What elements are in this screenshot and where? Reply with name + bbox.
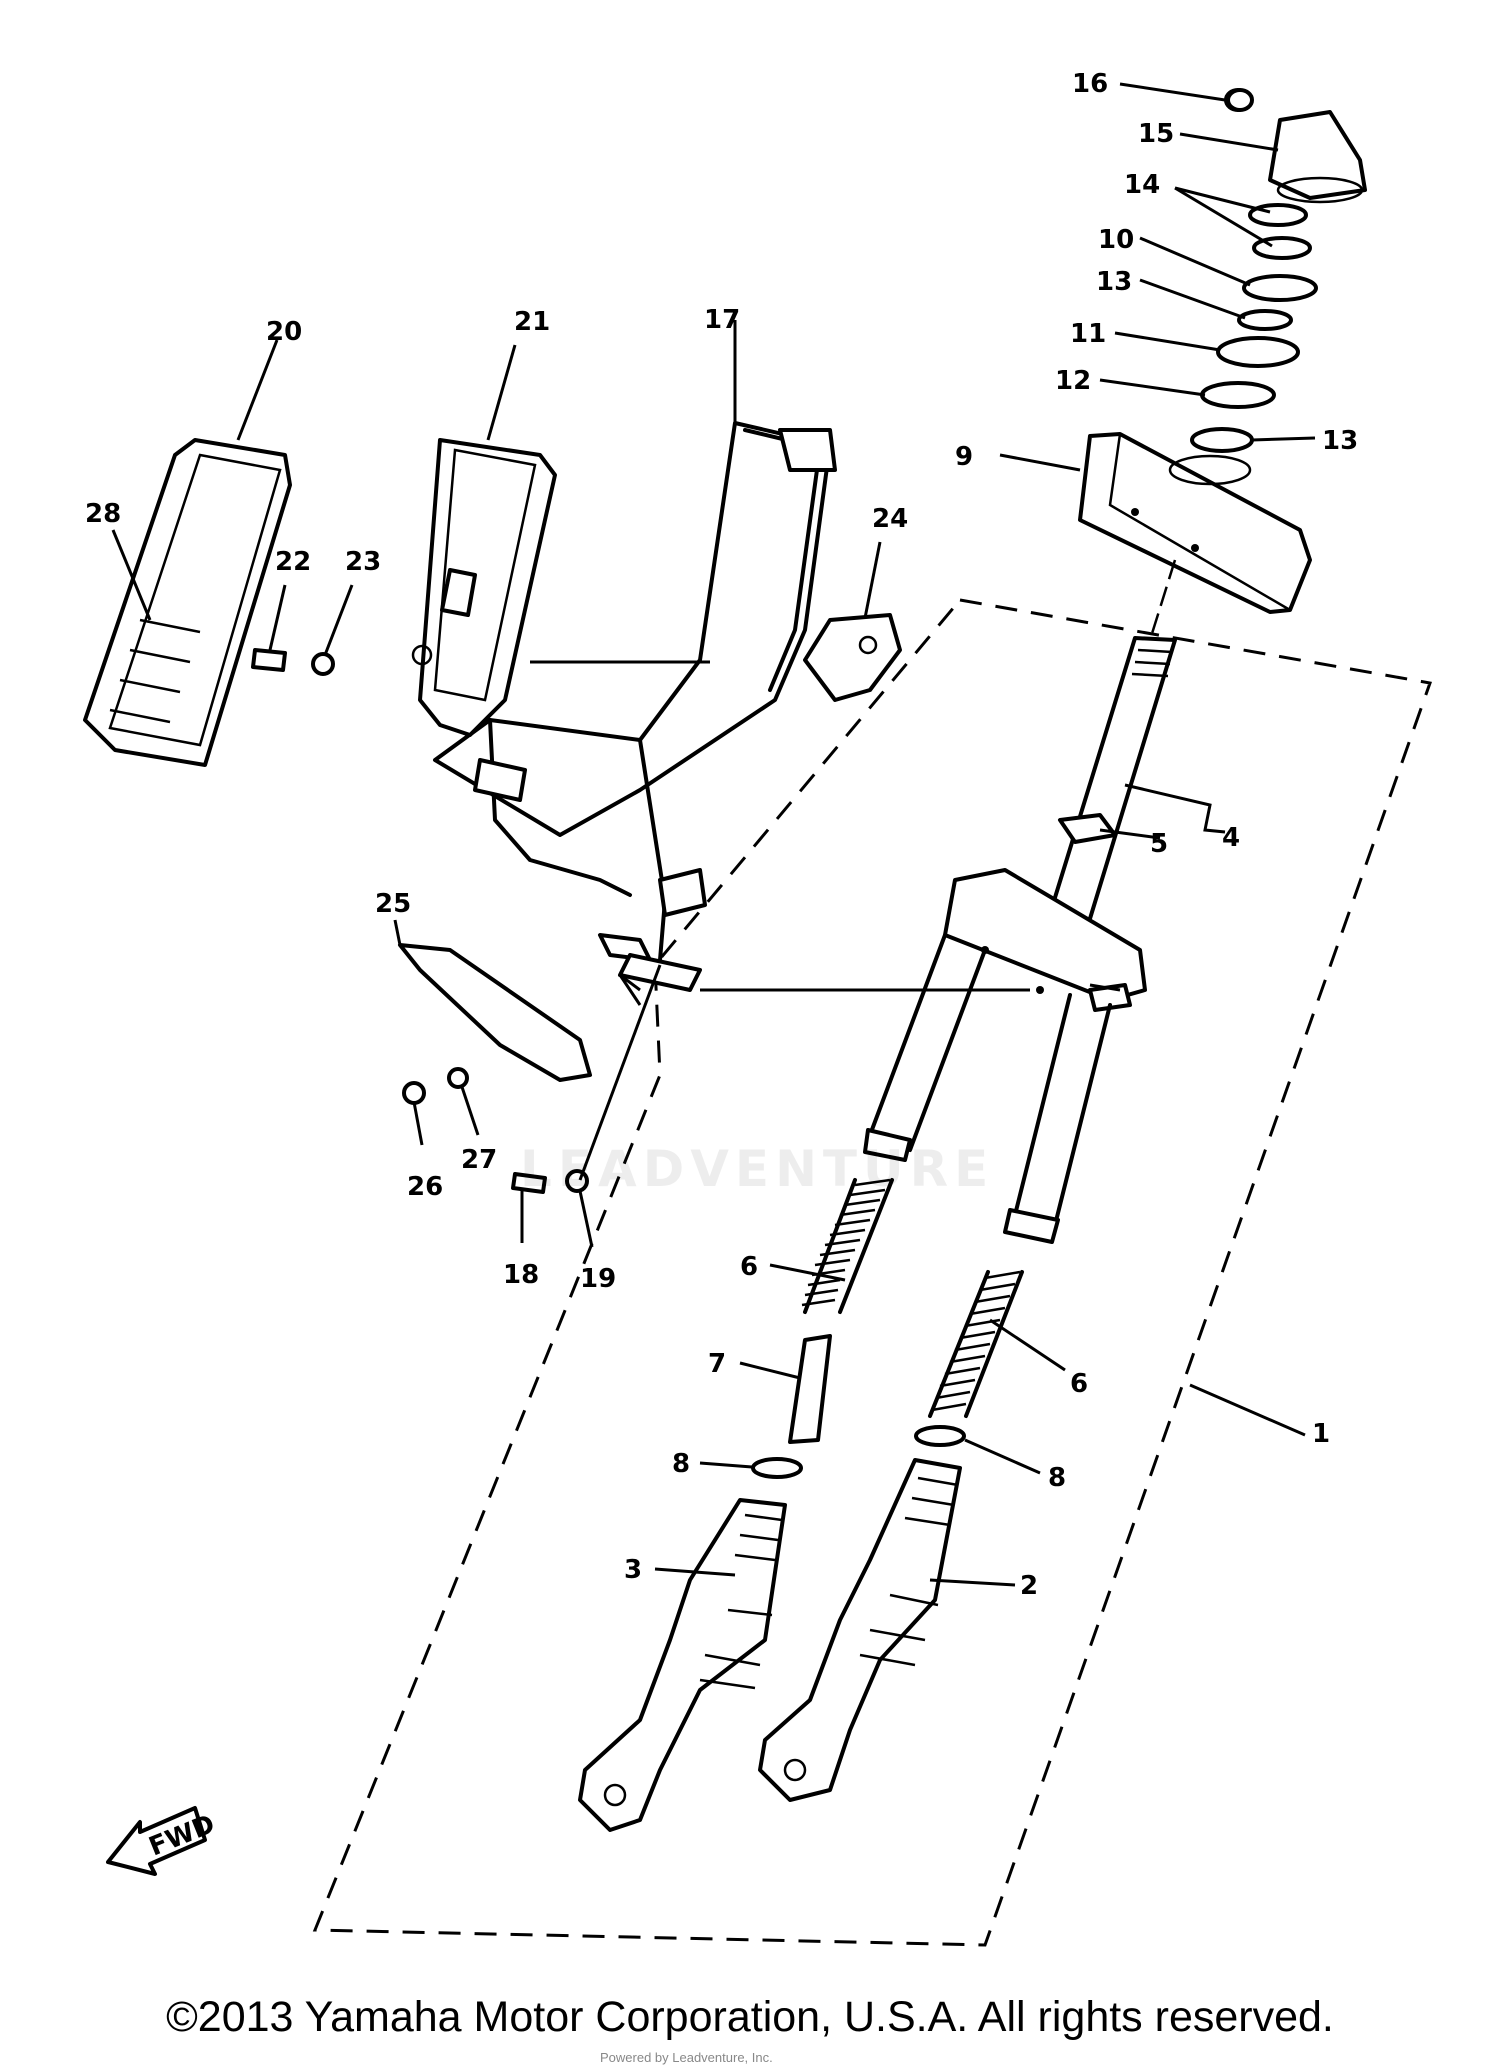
faint-credit: Powered by Leadventure, Inc. [600, 2050, 773, 2065]
callout-10: 10 [1098, 225, 1134, 255]
callout-18: 18 [503, 1260, 539, 1290]
meter-cover [83, 438, 292, 767]
callout-5: 5 [1150, 829, 1168, 859]
callout-8a: 8 [672, 1449, 690, 1479]
callout-14: 14 [1124, 170, 1160, 200]
callout-20: 20 [266, 317, 302, 347]
callout-17: 17 [704, 305, 740, 335]
copyright-text: ©2013 Yamaha Motor Corporation, U.S.A. A… [166, 1993, 1334, 2041]
callout-6b: 6 [1070, 1369, 1088, 1399]
steering-stem [1043, 636, 1177, 937]
meter-bracket [433, 421, 837, 992]
callout-8b: 8 [1048, 1463, 1066, 1493]
assembly-boundary [312, 598, 1433, 1947]
plate-25 [398, 943, 592, 1082]
ring-right [914, 1425, 966, 1447]
callout-numbers: 16 15 14 10 13 11 12 13 9 4 5 17 21 20 2… [85, 69, 1358, 1601]
callout-9: 9 [955, 442, 973, 472]
callout-28: 28 [85, 499, 121, 529]
callout-13b: 13 [1322, 426, 1358, 456]
bolt-18 [511, 1172, 547, 1194]
callout-26: 26 [407, 1172, 443, 1202]
damper-rod [788, 1334, 832, 1444]
callout-1: 1 [1312, 1419, 1330, 1449]
callout-27: 27 [461, 1145, 497, 1175]
callout-7: 7 [708, 1349, 726, 1379]
bolt-26 [402, 1081, 426, 1105]
callout-25: 25 [375, 889, 411, 919]
ring-left [751, 1457, 803, 1479]
outer-tube-right [758, 1458, 962, 1802]
watermark: LEADVENTURE [520, 1140, 995, 1198]
callout-15: 15 [1138, 119, 1174, 149]
callout-12: 12 [1055, 366, 1091, 396]
outer-tube-left [578, 1498, 787, 1832]
meter-case [411, 438, 557, 737]
callout-21: 21 [514, 307, 550, 337]
bracket-24 [803, 613, 902, 702]
callout-3: 3 [624, 1555, 642, 1585]
callout-4: 4 [1222, 823, 1240, 853]
screw-22 [251, 648, 287, 672]
inner-tubes [863, 933, 1112, 1244]
washer-23 [311, 652, 335, 676]
callout-19: 19 [580, 1264, 616, 1294]
callout-11: 11 [1070, 319, 1106, 349]
callout-24: 24 [872, 504, 908, 534]
fork-springs [801, 1178, 1024, 1418]
callout-22: 22 [275, 547, 311, 577]
callout-23: 23 [345, 547, 381, 577]
callout-16: 16 [1072, 69, 1108, 99]
callout-2: 2 [1020, 1571, 1038, 1601]
steering-stack [1190, 88, 1367, 453]
bolt-16 [1226, 88, 1254, 112]
upper-bracket [1078, 432, 1312, 614]
callout-6a: 6 [740, 1252, 758, 1282]
callout-13a: 13 [1096, 267, 1132, 297]
washer-27 [447, 1067, 469, 1089]
fwd-arrow-icon: FWD [106, 1806, 219, 1876]
leaders [111, 82, 1316, 1587]
